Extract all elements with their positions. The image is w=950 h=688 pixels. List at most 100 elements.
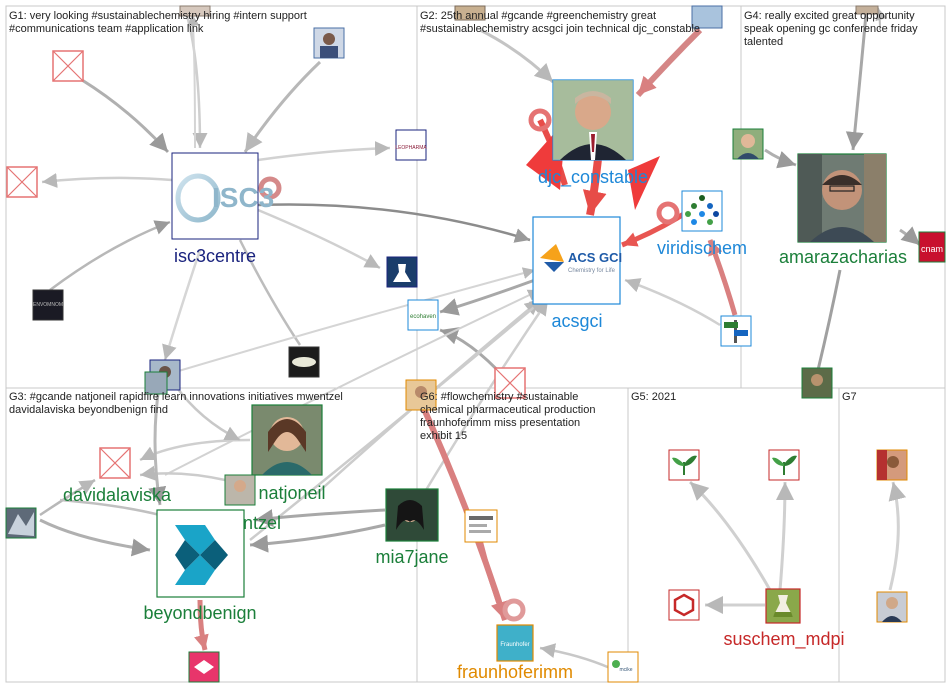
group-title-g2: G2: 25th annual #gcande #greenchemistry … <box>420 10 700 35</box>
vertex-label-beyondbenign: beyondbenign <box>143 603 256 623</box>
vertex-avatar[interactable] <box>179 5 211 17</box>
edge <box>139 465 226 482</box>
vertex-event-card[interactable] <box>464 509 498 543</box>
edge <box>249 297 546 541</box>
vertex-label-mwentzel: ntzel <box>243 513 281 533</box>
vertex-image-broken[interactable] <box>99 447 131 479</box>
vertex-flask-icon[interactable] <box>386 256 418 288</box>
edge <box>39 478 96 517</box>
vertex-avatar[interactable] <box>405 379 437 411</box>
vertex-dark-tile[interactable]: ENVOMNOM <box>32 289 64 321</box>
vertex-avatar[interactable] <box>801 367 833 399</box>
vertex-cnam-logo[interactable]: cnam <box>918 231 946 263</box>
svg-text:ecohaven: ecohaven <box>410 314 436 320</box>
vertex-djc_constable[interactable] <box>552 79 634 161</box>
edge <box>81 78 170 154</box>
vertex-sprout-icon[interactable] <box>668 449 700 481</box>
vertex-fraunhoferimm[interactable]: Fraunhofer <box>496 624 534 662</box>
vertex-label-acsgci: acsgci <box>551 311 602 331</box>
vertex-acsgci[interactable]: ACS GCI Chemistry for Life <box>532 216 622 305</box>
edge <box>816 269 842 371</box>
edge <box>775 481 794 591</box>
edge <box>249 523 386 553</box>
edges <box>39 7 921 670</box>
vertex-image-broken[interactable] <box>6 166 38 198</box>
vertex-sprout-icon[interactable] <box>768 449 800 481</box>
group-g5-vertices: suschem_mdpi <box>668 449 845 650</box>
vertex-leopharma[interactable]: LEOPHARMA <box>395 129 427 161</box>
group-titles: G1: very looking #sustainablechemistry h… <box>9 10 921 442</box>
svg-text:LEOPHARMA: LEOPHARMA <box>395 145 427 151</box>
svg-text:cnam: cnam <box>921 244 943 254</box>
group-g1-vertices: ISC3 isc3centre LEOPHARMA ENVOMNOM <box>6 5 427 391</box>
edge <box>257 208 381 270</box>
group-title-g1: G1: very looking #sustainablechemistry h… <box>9 10 310 35</box>
edge <box>439 278 536 316</box>
vertex-label-viridischem: viridischem <box>657 238 747 258</box>
vertex-image-broken[interactable] <box>52 50 84 82</box>
vertex-avatar[interactable] <box>454 5 486 21</box>
vertex-mia7jane[interactable] <box>385 488 439 542</box>
vertex-avatar[interactable] <box>224 474 256 506</box>
edge <box>477 539 508 621</box>
vertex-avatar[interactable] <box>876 591 908 623</box>
edge <box>899 226 921 247</box>
self-loop <box>502 598 526 622</box>
group-g2-vertices: djc_constable viridischem ACS GCI Chemis… <box>407 5 752 399</box>
edge <box>257 141 391 162</box>
vertex-image-broken[interactable] <box>494 367 526 399</box>
vertex-leaf-logo[interactable] <box>288 346 320 378</box>
group-panels <box>5 5 946 683</box>
vertex-mcike-logo[interactable]: mcike <box>607 651 639 683</box>
vertex-avatar[interactable] <box>144 371 168 395</box>
vertex-ecohaven[interactable]: ecohaven <box>407 299 439 331</box>
edge <box>162 249 202 361</box>
vertex-beyondbenign[interactable] <box>156 509 245 598</box>
edge <box>59 498 161 517</box>
vertex-label-suschem_mdpi: suschem_mdpi <box>723 629 844 650</box>
vertex-avatar[interactable] <box>732 128 764 160</box>
svg-text:Chemistry for Life: Chemistry for Life <box>568 268 616 274</box>
vertex-avatar[interactable] <box>5 507 37 539</box>
edge <box>257 203 531 243</box>
edge <box>479 28 555 84</box>
vertex-label-djc_constable: djc_constable <box>538 167 648 188</box>
edge <box>688 480 772 591</box>
vertex-suschem_mdpi[interactable] <box>765 588 801 624</box>
edge <box>164 289 541 476</box>
vertex-avatar[interactable] <box>855 5 879 15</box>
vertex-amarazacharias[interactable] <box>797 153 887 243</box>
vertex-pink-logo[interactable] <box>188 651 220 683</box>
vertex-hexagon-logo[interactable] <box>668 589 700 621</box>
vertex-viridischem[interactable] <box>681 190 723 232</box>
svg-text:Fraunhofer: Fraunhofer <box>500 642 529 648</box>
vertex-signpost-icon[interactable] <box>720 315 752 347</box>
vertex-label-amarazacharias: amarazacharias <box>779 247 907 267</box>
vertex-isc3centre[interactable]: ISC3 <box>171 152 274 240</box>
vertex-natjoneil[interactable] <box>251 404 323 476</box>
edge <box>187 13 200 149</box>
svg-text:mcike: mcike <box>619 667 632 673</box>
edge <box>243 60 322 153</box>
vertex-label-fraunhoferimm: fraunhoferimm <box>457 662 573 682</box>
vertex-avatar[interactable] <box>691 5 723 29</box>
edge <box>194 599 209 651</box>
edge <box>41 173 173 188</box>
edge <box>845 13 868 151</box>
group-title-g6: G6: #flowchemistry #sustainable chemical… <box>420 391 599 442</box>
group-title-g4: G4: really excited great opportunity spe… <box>744 10 921 48</box>
vertex-label-davidalaviska: davidalaviska <box>63 485 172 505</box>
svg-text:ACS GCI: ACS GCI <box>568 250 622 265</box>
edge <box>164 267 536 376</box>
vertex-avatar[interactable] <box>313 27 345 59</box>
edge <box>764 148 797 169</box>
self-loops <box>258 108 680 622</box>
edge <box>39 518 151 557</box>
edge <box>254 508 386 527</box>
svg-text:ENVOMNOM: ENVOMNOM <box>33 302 63 308</box>
group-title-g5: G5: 2021 <box>631 391 676 403</box>
edge <box>707 239 738 316</box>
vertex-label-natjoneil: natjoneil <box>258 483 325 503</box>
vertex-avatar[interactable] <box>876 449 908 481</box>
